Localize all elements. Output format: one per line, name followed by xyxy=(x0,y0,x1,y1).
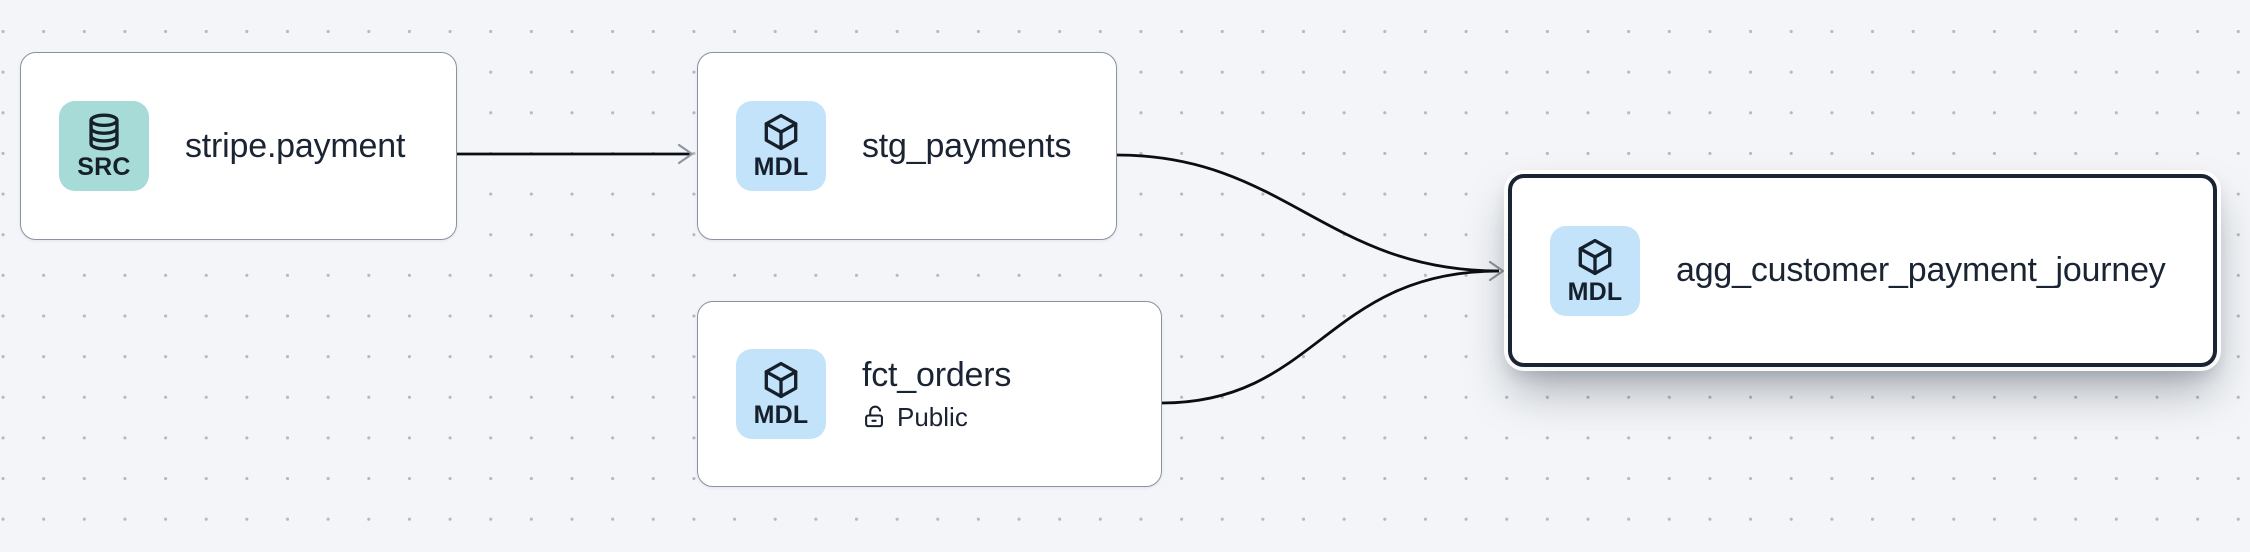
node-stripe-payment[interactable]: SRC stripe.payment xyxy=(20,52,457,240)
access-row: Public xyxy=(862,402,1011,433)
arrowhead-into-agg xyxy=(1488,260,1505,282)
node-title: agg_customer_payment_journey xyxy=(1676,251,2166,289)
node-fct-orders[interactable]: MDL fct_orders Public xyxy=(697,301,1162,487)
node-title: stg_payments xyxy=(862,126,1072,165)
database-icon xyxy=(89,113,119,151)
cube-icon xyxy=(764,114,798,151)
model-badge: MDL xyxy=(736,349,826,439)
source-badge: SRC xyxy=(59,101,149,191)
node-title: fct_orders xyxy=(862,355,1012,394)
access-label: Public xyxy=(897,401,968,432)
edge-stg-to-agg xyxy=(1116,153,1500,273)
node-agg-customer-payment-journey[interactable]: MDL agg_customer_payment_journey xyxy=(1508,174,2217,367)
node-stg-payments[interactable]: MDL stg_payments xyxy=(697,52,1117,240)
unlock-icon xyxy=(865,405,883,428)
cube-icon xyxy=(764,362,798,399)
model-badge: MDL xyxy=(736,101,826,191)
badge-label: MDL xyxy=(753,153,809,182)
badge-label: MDL xyxy=(1567,277,1623,306)
node-title: stripe.payment xyxy=(185,126,406,165)
arrowhead-into-stg xyxy=(677,143,694,165)
badge-label: MDL xyxy=(753,401,809,430)
model-badge: MDL xyxy=(1550,225,1640,316)
badge-label: SRC xyxy=(77,153,131,182)
edge-fct-to-agg xyxy=(1161,269,1500,405)
cube-icon xyxy=(1578,238,1612,275)
